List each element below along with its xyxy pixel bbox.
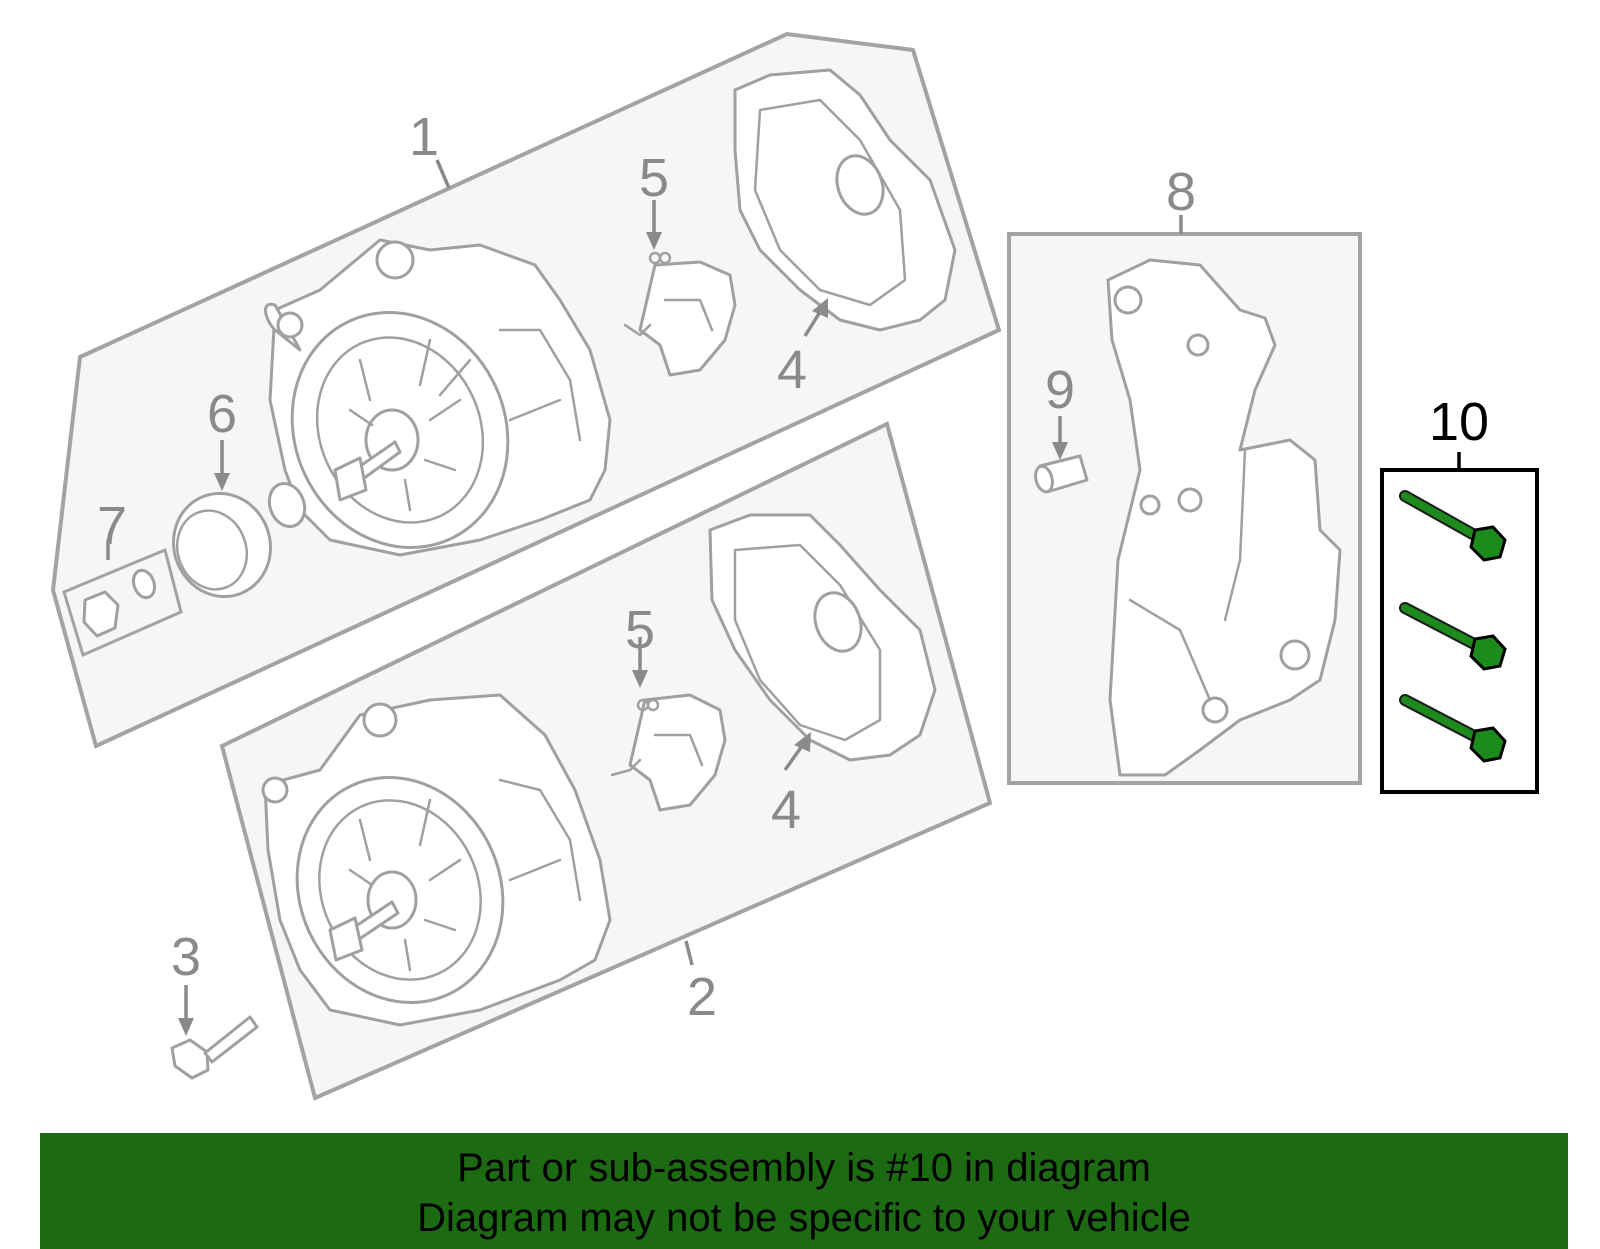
arrow-4-upper xyxy=(803,298,828,337)
callout-3: 3 xyxy=(171,927,201,987)
arrow-5-lower xyxy=(632,637,648,688)
callout-4-upper: 4 xyxy=(777,340,807,400)
banner-line-1: Part or sub-assembly is #10 in diagram xyxy=(457,1146,1151,1190)
callout-7: 7 xyxy=(97,496,127,556)
arrow-5-upper xyxy=(646,200,662,250)
callout-8: 8 xyxy=(1166,162,1196,222)
info-banner: Part or sub-assembly is #10 in diagram D… xyxy=(40,1133,1568,1249)
callout-2: 2 xyxy=(687,967,717,1027)
arrow-6 xyxy=(214,440,230,491)
alternator-1 xyxy=(264,238,612,557)
arrow-3 xyxy=(178,985,194,1036)
end-cover-lower xyxy=(708,513,937,762)
callout-10: 10 xyxy=(1429,392,1489,452)
banner-line-2: Diagram may not be specific to your vehi… xyxy=(417,1196,1191,1240)
nut-washer xyxy=(82,568,157,638)
callout-1: 1 xyxy=(409,107,439,167)
leader-1 xyxy=(435,159,451,189)
bolt-3 xyxy=(170,1015,259,1080)
sleeve xyxy=(1034,454,1089,494)
pulley xyxy=(172,482,307,599)
arrow-4-lower xyxy=(783,732,811,772)
alternator-2 xyxy=(261,693,612,1027)
end-cover-upper xyxy=(733,68,957,332)
regulator-lower xyxy=(610,693,727,812)
regulator-upper xyxy=(623,251,737,377)
callout-5-lower: 5 xyxy=(625,600,655,660)
callout-6: 6 xyxy=(207,384,237,444)
callout-9: 9 xyxy=(1045,360,1075,420)
bolt-10-set xyxy=(1399,490,1507,763)
callout-4-lower: 4 xyxy=(771,780,801,840)
callout-5-upper: 5 xyxy=(639,148,669,208)
mounting-bracket xyxy=(1106,258,1342,777)
leader-2 xyxy=(684,940,694,966)
arrow-9 xyxy=(1052,416,1068,460)
